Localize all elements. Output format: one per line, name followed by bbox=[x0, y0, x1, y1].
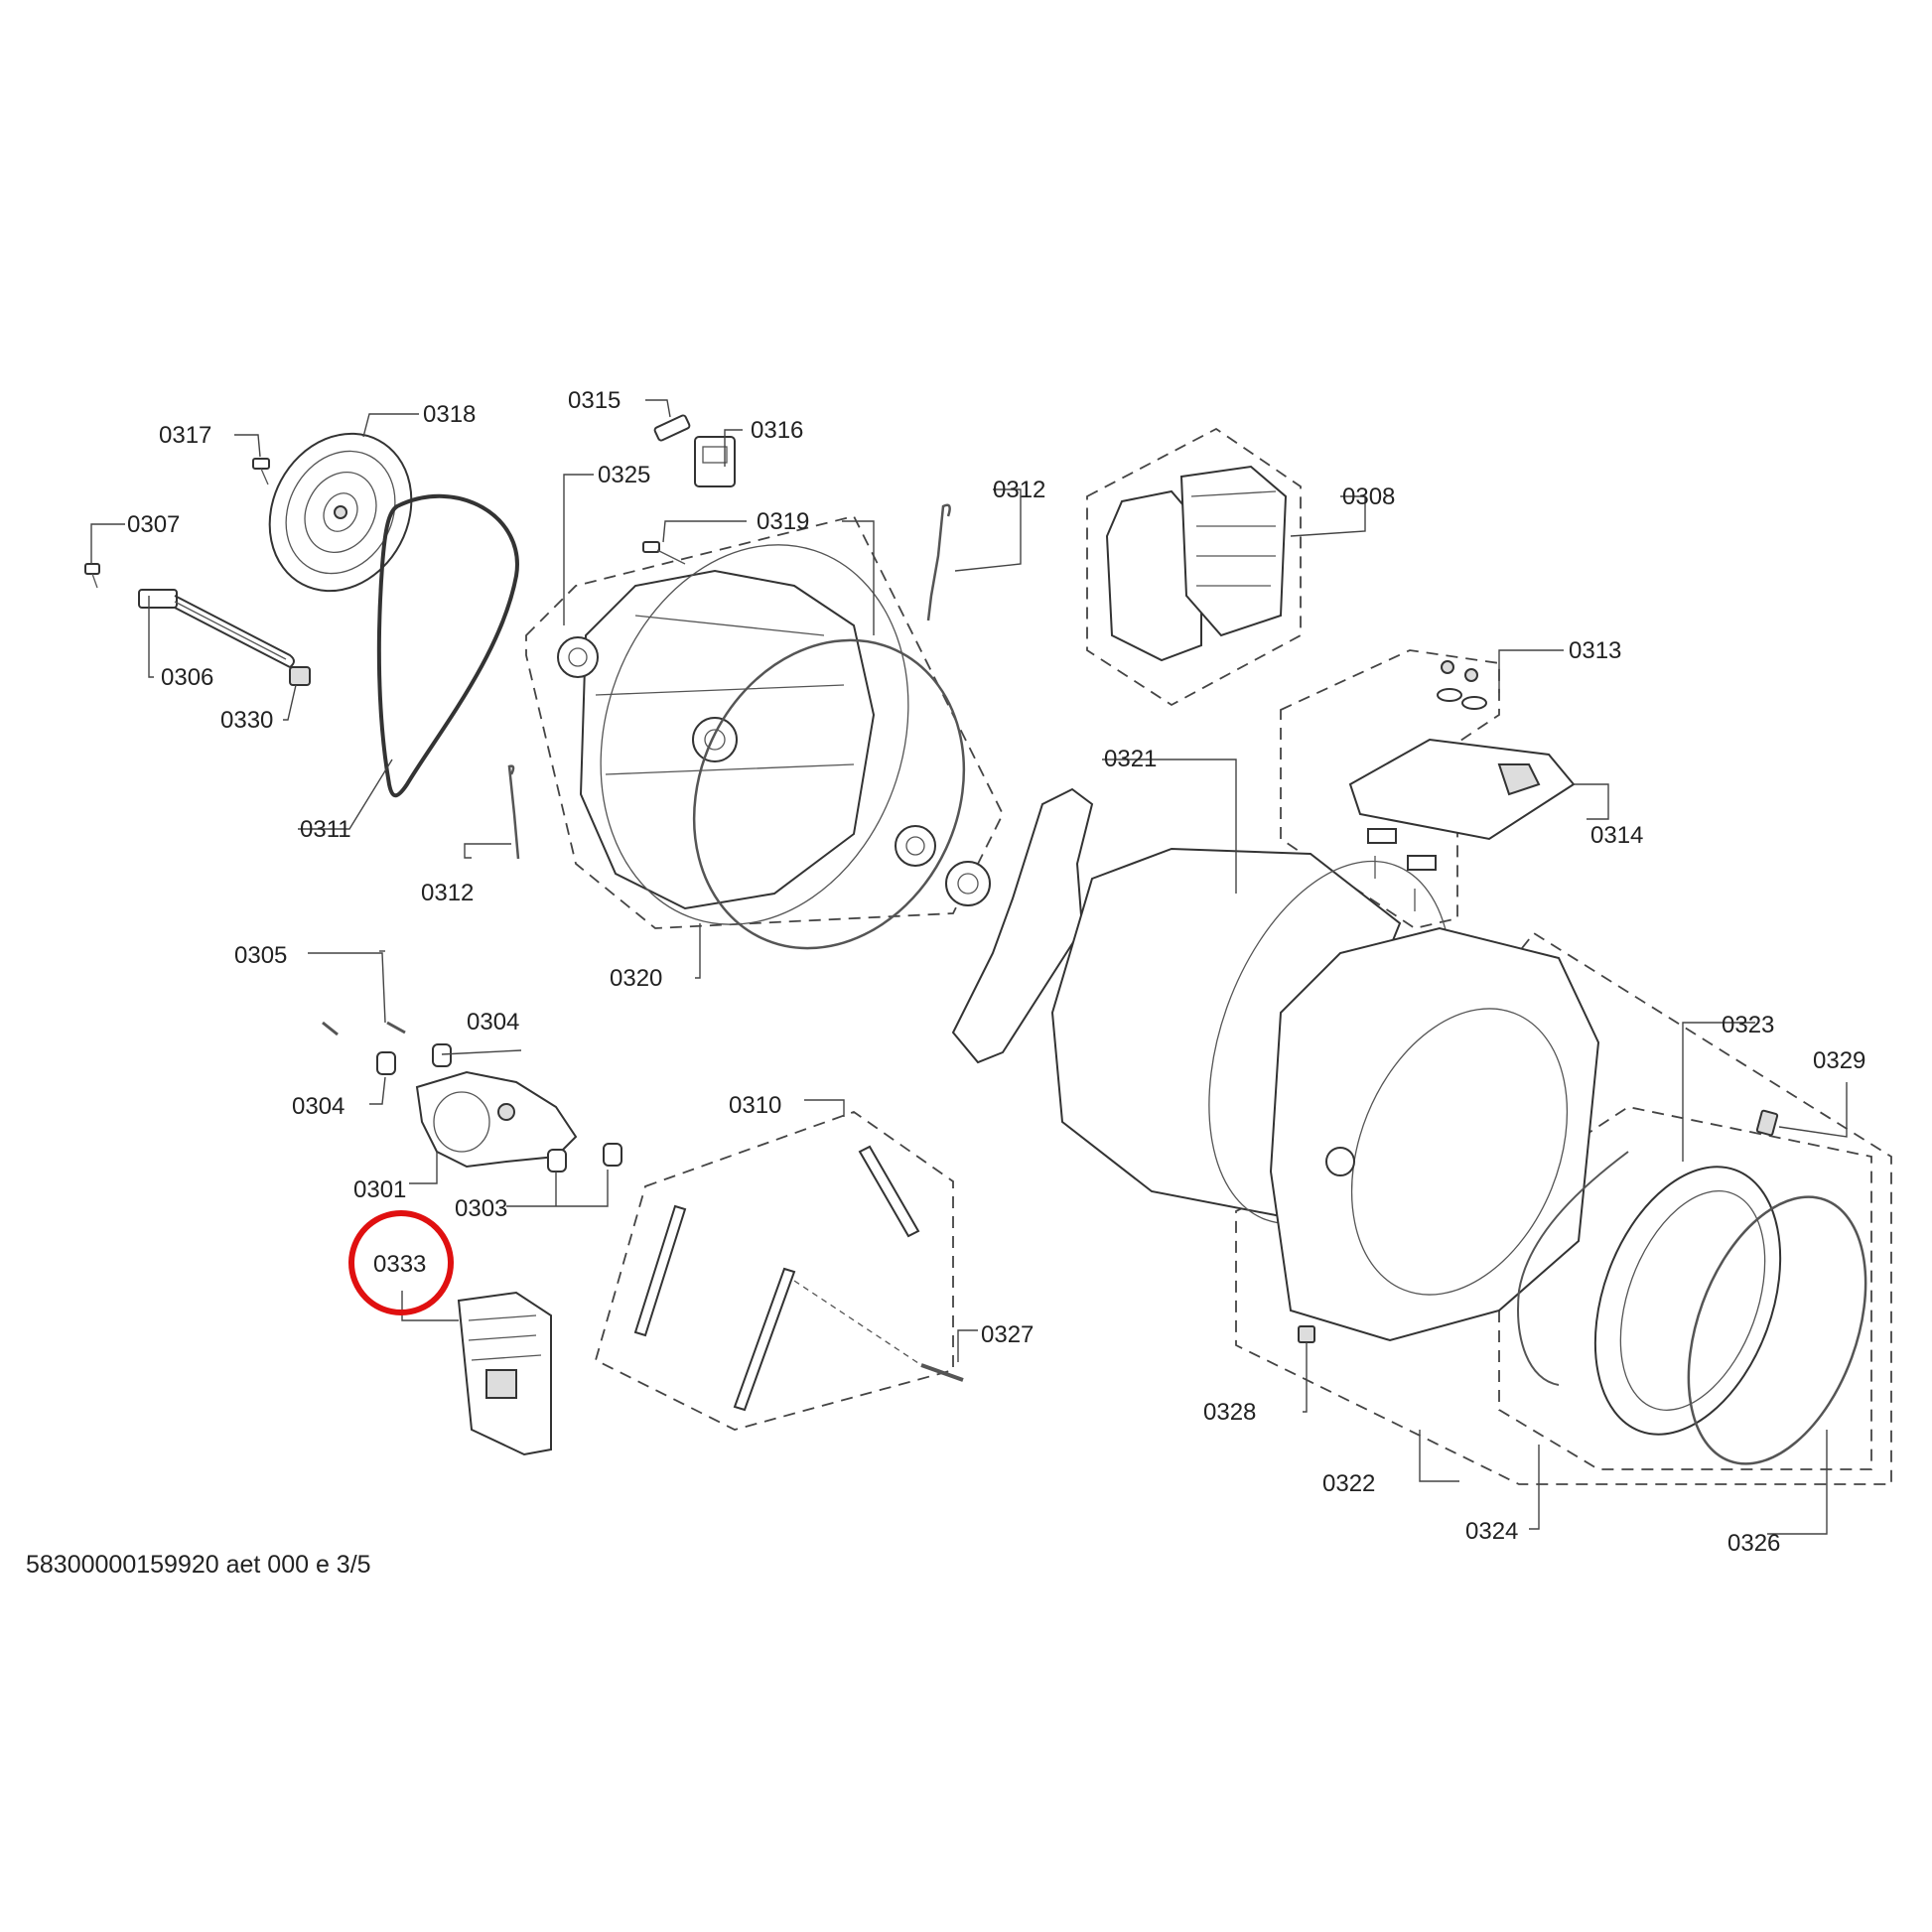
bushings bbox=[376, 1043, 622, 1173]
label-0313[interactable]: 0313 bbox=[1569, 637, 1621, 664]
label-0323[interactable]: 0323 bbox=[1722, 1012, 1774, 1038]
label-0315[interactable]: 0315 bbox=[568, 387, 621, 414]
sensor-0330 bbox=[289, 666, 311, 686]
label-0321[interactable]: 0321 bbox=[1104, 746, 1157, 772]
front-tub-0322 bbox=[1269, 926, 1600, 1342]
label-0318[interactable]: 0318 bbox=[423, 401, 476, 428]
label-0319[interactable]: 0319 bbox=[757, 508, 809, 535]
cover-0314 bbox=[1348, 738, 1576, 841]
highlight-circle bbox=[348, 1210, 454, 1315]
label-0328[interactable]: 0328 bbox=[1203, 1399, 1256, 1426]
drawing-reference: 58300000159920 aet 000 e 3/5 bbox=[26, 1551, 371, 1579]
label-0314[interactable]: 0314 bbox=[1590, 822, 1643, 849]
label-0325[interactable]: 0325 bbox=[598, 462, 650, 488]
label-0324[interactable]: 0324 bbox=[1465, 1518, 1518, 1545]
pulley-0318 bbox=[268, 432, 413, 593]
outline-door-seal bbox=[1498, 1106, 1872, 1470]
label-0326[interactable]: 0326 bbox=[1727, 1530, 1780, 1557]
screw-0317 bbox=[252, 458, 270, 485]
cable-0323 bbox=[1517, 1151, 1629, 1386]
label-0304-right[interactable]: 0304 bbox=[467, 1009, 519, 1035]
label-0312-lower[interactable]: 0312 bbox=[421, 880, 474, 906]
outline-shock-absorbers bbox=[594, 1110, 954, 1431]
fasteners-0313 bbox=[1437, 660, 1487, 710]
label-0333[interactable]: 0333 bbox=[373, 1251, 426, 1278]
spring-0312-lower bbox=[507, 764, 520, 860]
screw-0307 bbox=[84, 563, 100, 589]
label-0305[interactable]: 0305 bbox=[234, 942, 287, 969]
label-0327[interactable]: 0327 bbox=[981, 1321, 1034, 1348]
bolt-0327-axis bbox=[793, 1280, 922, 1366]
clip-0329 bbox=[1755, 1109, 1779, 1137]
label-0312-upper[interactable]: 0312 bbox=[993, 477, 1045, 503]
outline-control-module bbox=[1086, 427, 1302, 707]
label-0322[interactable]: 0322 bbox=[1322, 1470, 1375, 1497]
drive-belt-0311 bbox=[376, 493, 519, 798]
tub-seal-0319 bbox=[692, 638, 966, 950]
label-0304-left[interactable]: 0304 bbox=[292, 1093, 345, 1120]
heater-0306 bbox=[138, 589, 295, 669]
label-0310[interactable]: 0310 bbox=[729, 1092, 781, 1119]
clip-0328 bbox=[1298, 1325, 1315, 1343]
spring-0312-upper bbox=[926, 503, 951, 621]
label-0316[interactable]: 0316 bbox=[751, 417, 803, 444]
screw-0319 bbox=[642, 541, 686, 565]
fasteners-0314 bbox=[1367, 828, 1437, 911]
bracket-0316 bbox=[694, 436, 736, 487]
label-0317[interactable]: 0317 bbox=[159, 422, 211, 449]
label-0308[interactable]: 0308 bbox=[1342, 483, 1395, 510]
screws-0305 bbox=[322, 1021, 406, 1036]
label-0311[interactable]: 0311 bbox=[300, 816, 351, 843]
leader-lines bbox=[90, 399, 1848, 1535]
part-drawings bbox=[84, 414, 1867, 1465]
part-labels: 0317 0318 0307 0306 0330 0311 0315 0316 … bbox=[127, 387, 1865, 1557]
control-module-0308 bbox=[1105, 465, 1288, 662]
rear-tub-0320 bbox=[579, 544, 909, 925]
label-0303[interactable]: 0303 bbox=[455, 1195, 507, 1222]
clamp-ring-0326 bbox=[1687, 1195, 1867, 1465]
label-0330[interactable]: 0330 bbox=[220, 707, 273, 734]
label-0329[interactable]: 0329 bbox=[1813, 1047, 1865, 1074]
outline-tub-rear bbox=[525, 514, 1005, 929]
label-0301[interactable]: 0301 bbox=[353, 1176, 406, 1203]
label-0306[interactable]: 0306 bbox=[161, 664, 213, 691]
bearings-0325 bbox=[557, 636, 991, 906]
label-0320[interactable]: 0320 bbox=[610, 965, 662, 992]
label-0307[interactable]: 0307 bbox=[127, 511, 180, 538]
shock-absorbers-0310 bbox=[633, 1145, 920, 1412]
electronic-module-0333 bbox=[457, 1291, 552, 1456]
clip-0315 bbox=[653, 414, 691, 442]
door-seal-0324 bbox=[1593, 1166, 1782, 1436]
bolt-0327 bbox=[920, 1363, 964, 1382]
spider-0321 bbox=[951, 787, 1094, 1064]
